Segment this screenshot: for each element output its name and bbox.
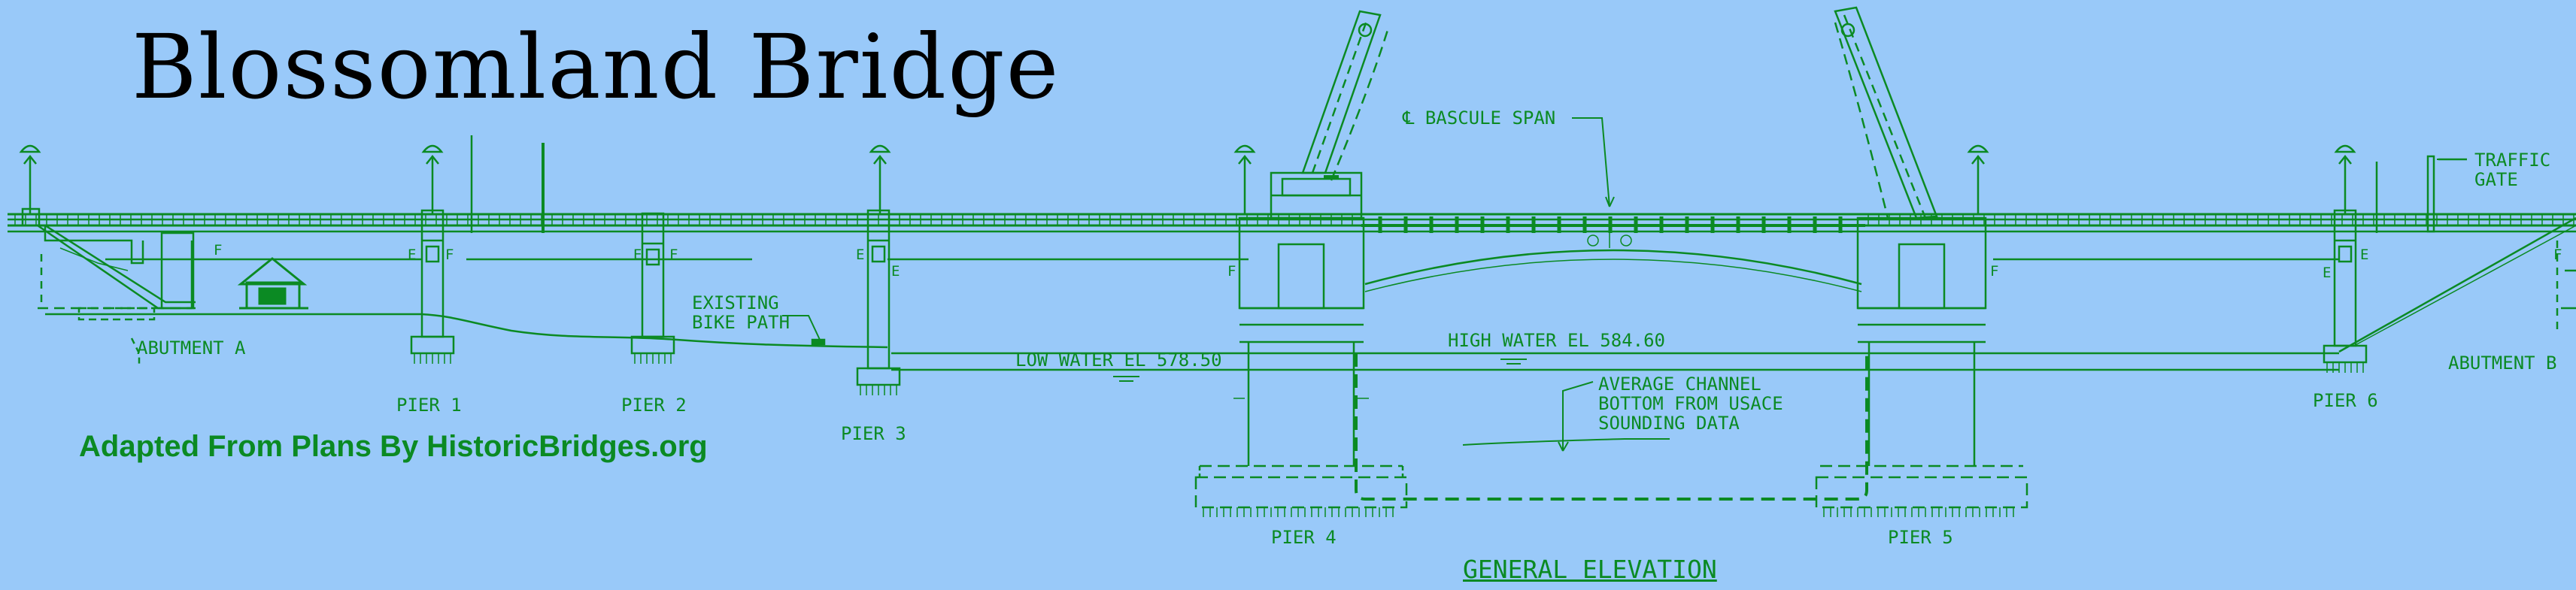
label-pier-4: PIER 4 <box>1271 527 1337 548</box>
channel-dashed-outline <box>1355 353 1868 501</box>
label-existing-bike-path-line1: EXISTING <box>692 292 779 313</box>
label-traffic-gate-line1: TRAFFIC <box>2474 150 2551 171</box>
lamp-posts <box>19 144 2356 214</box>
joint-mark-f: F <box>1990 263 1999 280</box>
leader-lines <box>782 117 2467 452</box>
joint-mark-f: F <box>669 247 678 263</box>
joint-mark-e: E <box>891 263 900 280</box>
joint-mark-e: E <box>633 247 642 263</box>
bank-building <box>237 257 308 310</box>
drawing-title: GENERAL ELEVATION <box>1463 555 1717 584</box>
label-pier-2: PIER 2 <box>621 395 687 416</box>
bascule-arch <box>1364 249 1862 286</box>
joint-mark-f: F <box>1227 263 1236 280</box>
pier-5-structure <box>1815 216 2028 509</box>
label-abutment-b: ABUTMENT B <box>2448 352 2557 374</box>
joint-mark-e: E <box>2323 265 2332 281</box>
label-existing-bike-path-line2: BIKE PATH <box>692 312 790 333</box>
joint-mark-f: F <box>2553 247 2562 263</box>
joint-mark-e: E <box>408 247 417 263</box>
abutment-a <box>21 207 196 365</box>
joint-mark-e: E <box>856 247 865 263</box>
label-pier-5: PIER 5 <box>1888 527 1953 548</box>
label-bascule-span: ℄ BASCULE SPAN <box>1403 107 1556 129</box>
label-abutment-a: ABUTMENT A <box>137 337 246 359</box>
label-channel-line3: SOUNDING DATA <box>1598 413 1740 434</box>
label-high-water: HIGH WATER EL 584.60 <box>1448 330 1665 351</box>
label-pier-3: PIER 3 <box>841 423 906 444</box>
bascule-leaf-left <box>1301 10 1389 181</box>
joint-mark-f: F <box>214 242 223 259</box>
credit-text: Adapted From Plans By HistoricBridges.or… <box>79 430 708 463</box>
pier-5-pile-caps <box>1823 507 2014 517</box>
label-pier-6: PIER 6 <box>2313 390 2378 411</box>
bascule-arch-inner <box>1364 259 1862 292</box>
span-center-stars <box>1587 225 1632 248</box>
label-traffic-gate-line2: GATE <box>2474 169 2518 190</box>
page-title: Blossomland Bridge <box>132 15 1060 119</box>
pier-4-structure <box>1194 171 1408 509</box>
label-channel-line2: BOTTOM FROM USACE <box>1598 393 1783 414</box>
bridge-deck <box>8 213 2576 261</box>
joint-mark-f: F <box>445 247 454 263</box>
bascule-leaf-right <box>1834 6 1938 219</box>
label-low-water: LOW WATER EL 578.50 <box>1015 349 1222 371</box>
approach-piers <box>410 209 2368 395</box>
channel-bottom <box>1462 438 1670 446</box>
abutment-b <box>2338 216 2576 353</box>
deck-railing-balusters <box>14 214 2574 225</box>
ground-line <box>45 313 888 349</box>
pier-4-pile-caps <box>1203 507 1394 517</box>
label-channel-line1: AVERAGE CHANNEL <box>1598 374 1761 395</box>
water-symbols <box>1113 359 1527 382</box>
bike-path-marker <box>811 338 826 346</box>
label-pier-1: PIER 1 <box>396 395 462 416</box>
joint-mark-e: E <box>2360 247 2369 263</box>
